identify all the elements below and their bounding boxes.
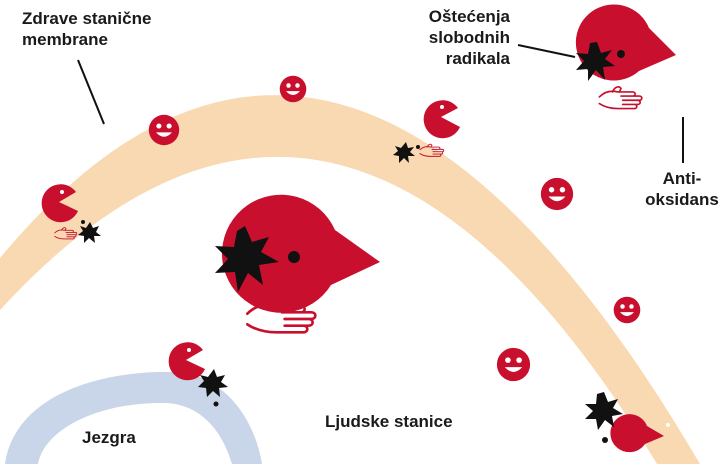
membrane-leader-line: [78, 60, 104, 124]
dot-icon: [288, 251, 300, 263]
dot-icon: [602, 437, 608, 443]
radical-leader-line: [518, 45, 575, 57]
nucleus-label: Jezgra: [82, 427, 136, 448]
membrane-label-line-1: Zdrave stanične: [22, 9, 151, 28]
smiley-icon: [149, 115, 179, 145]
dot-icon: [416, 145, 420, 149]
smiley-icon: [280, 76, 307, 103]
dot-icon: [617, 50, 625, 58]
free-radical-label-line-3: radikala: [446, 49, 510, 68]
pacman-eye: [666, 423, 670, 427]
free-radical-label-line-1: Oštećenja: [429, 7, 510, 26]
pacman-eye: [60, 190, 64, 194]
pacman-icon: [169, 342, 205, 380]
smiley-icon: [541, 178, 573, 210]
dot-icon: [214, 402, 219, 407]
dot-icon: [81, 220, 85, 224]
pacman-eye: [372, 235, 382, 245]
hand-icon: [599, 87, 642, 109]
membrane-label: Zdrave stanične membrane: [22, 8, 151, 50]
antioxidant-label-line-2: oksidans: [645, 190, 719, 209]
antioxidant-label: Anti- oksidans: [642, 168, 721, 210]
smiley-icon: [497, 348, 530, 381]
free-radical-damage-label: Oštećenja slobodnih radikala: [398, 6, 510, 69]
pacman-eye: [440, 105, 444, 109]
human-cells-label: Ljudske stanice: [325, 411, 453, 432]
smiley-icon: [614, 297, 641, 324]
antioxidant-label-line-1: Anti-: [663, 169, 702, 188]
membrane-label-line-2: membrane: [22, 30, 108, 49]
free-radical-label-line-2: slobodnih: [429, 28, 510, 47]
pacman-eye: [669, 34, 676, 41]
pacman-eye: [187, 348, 191, 352]
